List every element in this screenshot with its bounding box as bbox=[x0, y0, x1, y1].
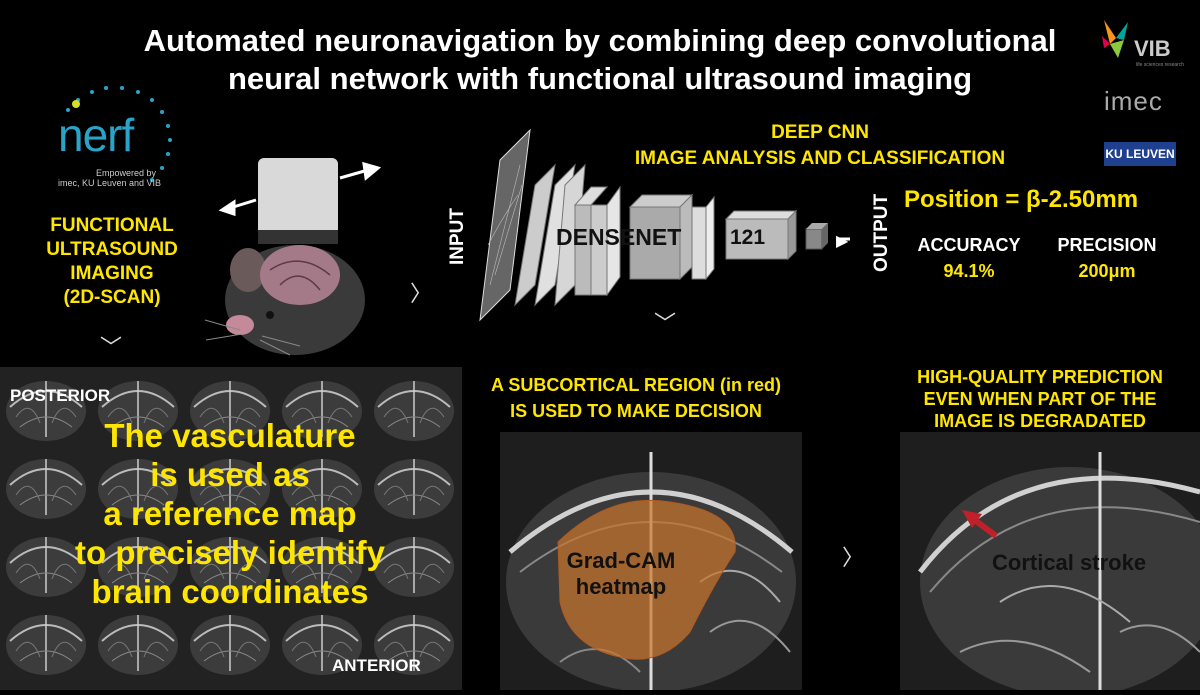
imec-logo: imec bbox=[1104, 86, 1163, 116]
title-line-1: Automated neuronavigation by combining d… bbox=[143, 23, 1057, 58]
mouse-eye bbox=[266, 311, 274, 319]
nerf-logo-ring bbox=[66, 86, 172, 182]
accuracy-label: ACCURACY bbox=[917, 235, 1021, 255]
precision-block: PRECISION 200μm bbox=[1042, 232, 1172, 284]
probe-band bbox=[258, 230, 338, 244]
vasculature-line5: brain coordinates bbox=[91, 573, 369, 610]
vib-tagline: life sciences research bbox=[1136, 62, 1185, 68]
precision-label: PRECISION bbox=[1057, 235, 1157, 255]
gradcam-heading: A SUBCORTICAL REGION (in red) IS USED TO… bbox=[466, 372, 806, 424]
vasculature-text: The vasculature is used as a reference m… bbox=[40, 416, 420, 611]
vasculature-line1: The vasculature bbox=[104, 417, 356, 454]
degraded-heading-line3: IMAGE IS DEGRADATED bbox=[934, 411, 1146, 431]
cnn-architecture-diagram bbox=[479, 128, 850, 322]
gradcam-label-line1: Grad-CAM bbox=[566, 548, 676, 573]
vasculature-line2: is used as bbox=[150, 456, 310, 493]
gradcam-label-line2: heatmap bbox=[575, 574, 667, 599]
arrow-head-icon: ▶ bbox=[836, 233, 849, 250]
vib-logo: VIB life sciences research bbox=[1100, 14, 1190, 74]
accuracy-value: 94.1% bbox=[943, 261, 995, 281]
gradcam-heading-line2: IS USED TO MAKE DECISION bbox=[510, 401, 762, 421]
cnn-layer-8 bbox=[725, 218, 789, 260]
densenet-label: DENSENET bbox=[556, 224, 682, 250]
posterior-label: POSTERIOR bbox=[10, 386, 111, 405]
accuracy-block: ACCURACY 94.1% bbox=[904, 232, 1034, 284]
gradcam-heatmap-region bbox=[557, 499, 736, 660]
degraded-heading-line2: EVEN WHEN PART OF THE bbox=[923, 389, 1157, 409]
degraded-brain-image bbox=[900, 432, 1200, 690]
gradcam-brain-image bbox=[500, 432, 802, 690]
vib-wordmark: VIB bbox=[1134, 36, 1171, 61]
position-result: Position = β-2.50mm bbox=[904, 186, 1139, 213]
cnn-layer-3 bbox=[554, 163, 586, 307]
mouse-brain bbox=[260, 245, 340, 305]
fus-imaging-label: FUNCTIONAL ULTRASOUND IMAGING (2D-SCAN) bbox=[28, 214, 196, 310]
vasculature-line4: to precisely identify bbox=[75, 534, 385, 571]
chevron-down-icon-left: ﹀ bbox=[100, 335, 123, 360]
nerf-wordmark: nerf bbox=[58, 109, 134, 161]
nerf-subtitle: Empowered by imec, KU Leuven and VIB bbox=[58, 168, 161, 188]
vasculature-line3: a reference map bbox=[103, 495, 357, 532]
degraded-heading: HIGH-QUALITY PREDICTION EVEN WHEN PART O… bbox=[880, 366, 1200, 432]
poster-title: Automated neuronavigation by combining d… bbox=[60, 22, 1140, 98]
vib-logo-mark bbox=[1102, 20, 1128, 58]
mouse-probe-illustration bbox=[204, 158, 382, 356]
nerf-logo: nerf Empowered by imec, KU Leuven and VI… bbox=[38, 80, 178, 200]
stroke-arrow-head bbox=[962, 510, 982, 528]
cnn-heading-line2: IMAGE ANALYSIS AND CLASSIFICATION bbox=[634, 148, 1006, 169]
chevron-right-icon-top: 〉 bbox=[410, 281, 433, 306]
fus-label-line1: FUNCTIONAL bbox=[50, 215, 174, 236]
kuleuven-logo: KU LEUVEN bbox=[1104, 142, 1176, 166]
anterior-label: ANTERIOR bbox=[332, 656, 421, 675]
fus-label-line2: ULTRASOUND bbox=[46, 239, 178, 260]
chevron-down-icon-center: ﹀ bbox=[654, 311, 677, 336]
coronal-slice-mosaic bbox=[0, 367, 462, 690]
title-line-2: neural network with functional ultrasoun… bbox=[227, 61, 973, 96]
degraded-heading-line1: HIGH-QUALITY PREDICTION bbox=[917, 367, 1163, 387]
chevron-right-icon-bottom: 〉 bbox=[842, 545, 865, 570]
precision-value: 200μm bbox=[1078, 261, 1136, 281]
cnn-layer-1 bbox=[514, 163, 556, 307]
mosaic-grid bbox=[0, 367, 462, 690]
fus-label-line4: (2D-SCAN) bbox=[63, 287, 161, 308]
nerf-sub-line2: imec, KU Leuven and VIB bbox=[58, 178, 162, 188]
gradcam-label: Grad-CAM heatmap bbox=[566, 548, 676, 600]
fus-label-line3: IMAGING bbox=[70, 263, 154, 284]
nerf-sub-line1: Empowered by bbox=[96, 168, 157, 178]
mouse-ear bbox=[230, 248, 266, 292]
cnn-layer-7 bbox=[691, 206, 707, 280]
densenet-number: 121 bbox=[730, 226, 766, 249]
output-label: OUTPUT bbox=[871, 193, 892, 272]
cnn-output-block bbox=[805, 228, 823, 250]
gradcam-heading-line1: A SUBCORTICAL REGION (in red) bbox=[490, 375, 781, 395]
cnn-heading-line1: DEEP CNN bbox=[771, 122, 869, 143]
cortical-stroke-label: Cortical stroke bbox=[992, 550, 1147, 575]
ultrasound-probe bbox=[258, 158, 338, 238]
cnn-heading: DEEP CNN IMAGE ANALYSIS AND CLASSIFICATI… bbox=[580, 120, 1060, 172]
mouse-nose bbox=[226, 315, 254, 335]
